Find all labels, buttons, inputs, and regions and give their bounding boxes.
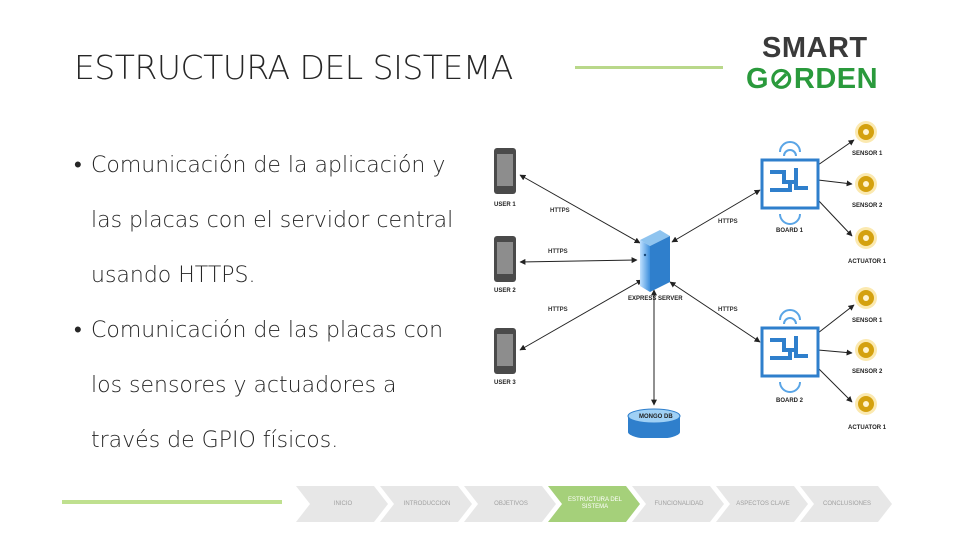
nav-step-label: ESTRUCTURA DEL SISTEMA [567,497,622,510]
bullet-list: • Comunicación de la aplicación y las pl… [74,138,474,468]
nav-step-label: ASPECTOS CLAVE [736,500,790,507]
phone-icon [494,328,516,374]
https-labels: HTTPS HTTPS HTTPS HTTPS HTTPS [548,208,738,313]
nav-step-label: FUNCIONALIDAD [654,500,704,507]
phone-icon [494,148,516,194]
nav-step-label: INTRODUCCION [403,500,451,507]
bullet-line: Comunicación de la aplicación y [91,153,446,178]
link-b2-sensor2 [817,349,853,356]
device-label: SENSOR 2 [852,369,883,375]
https-label-user1: HTTPS [550,208,570,214]
user-label: USER 1 [494,202,516,208]
sensor-icon [855,121,877,143]
board-label: BOARD 1 [776,228,804,234]
link-user2-server [519,257,638,265]
bullet-dot: • [74,153,82,178]
chevron-shape [716,486,808,522]
nav-step-label: CONCLUSIONES [822,500,871,507]
phone-icon [494,236,516,282]
database-icon [627,408,681,438]
title-underline [575,66,723,69]
user-label: USER 3 [494,380,516,386]
bullet-line: las placas con el servidor central [91,208,454,233]
leaf-icon: ⊘ [769,63,794,95]
chevron-shape [548,486,640,522]
link-user3-server [519,279,643,351]
nav-step-aspectos-clave[interactable]: ASPECTOS CLAVE [716,486,808,522]
board-label: BOARD 2 [776,398,804,404]
actuator-icon [855,227,877,249]
nav-step-inicio[interactable]: INICIO [296,486,388,522]
chevron-shape [380,486,472,522]
https-label-user3: HTTPS [548,307,568,313]
bullet-item: • Comunicación de la aplicación y las pl… [74,138,474,303]
chevron-shape [632,486,724,522]
device-label: SENSOR 1 [852,318,883,324]
nav-step-label: INICIO [333,500,353,507]
sensor-icon [855,173,877,195]
bullet-line: Comunicación de las placas con [91,318,444,343]
link-b2-sensor1 [817,304,855,334]
user-label: USER 2 [494,288,516,294]
footer-rule [62,500,282,504]
nav-step-conclusiones[interactable]: CONCLUSIONES [800,486,892,522]
chevron-shape [800,486,892,522]
bullet-line: través de GPIO físicos. [91,428,339,453]
sensor-icon [855,287,877,309]
link-server-board2 [669,281,761,343]
link-b1-sensor2 [817,179,853,187]
link-server-board1 [671,189,761,243]
bullet-dot: • [74,318,82,343]
server-icon [640,230,670,292]
actuator-icon [855,393,877,415]
logo-line-1: SMART [762,32,868,64]
bullet-item: • Comunicación de las placas con los sen… [74,303,474,468]
board-icon [760,309,820,393]
https-label-board1: HTTPS [718,219,738,225]
nav-step-label: OBJETIVOS [494,500,528,507]
device-icons [855,121,877,415]
chevron-shape [296,486,388,522]
architecture-diagram: HTTPS HTTPS HTTPS HTTPS HTTPS USER 1 USE… [494,121,887,438]
bullet-line: los sensores y actuadores a [91,373,397,398]
nav-step-introduccion[interactable]: INTRODUCCION [380,486,472,522]
connection-lines [519,139,855,406]
link-b1-sensor1 [817,139,855,166]
database-label: MONGO DB [639,414,673,420]
server-label: EXPRESS SERVER [628,296,683,302]
board-icon [760,141,820,225]
smart-garden-logo: SMART G⊘RDEN [744,30,892,95]
logo-line-2: G⊘RDEN [746,63,879,95]
nav-step-objetivos[interactable]: OBJETIVOS [464,486,556,522]
link-b2-actuator1 [817,367,853,403]
bullet-line: usando HTTPS. [91,263,256,288]
device-label: SENSOR 1 [852,151,883,157]
https-label-user2: HTTPS [548,249,568,255]
link-user1-server [519,174,641,244]
device-label: ACTUATOR 1 [848,425,887,431]
device-label: SENSOR 2 [852,203,883,209]
chevron-shape [464,486,556,522]
link-b1-actuator1 [817,199,853,237]
https-label-board2: HTTPS [718,307,738,313]
nav-step-funcionalidad[interactable]: FUNCIONALIDAD [632,486,724,522]
sensor-icon [855,339,877,361]
nav-step-estructura-del-sistema[interactable]: ESTRUCTURA DEL SISTEMA [548,486,640,522]
device-label: ACTUATOR 1 [848,259,887,265]
slide-title: ESTRUCTURA DEL SISTEMA [74,48,513,87]
